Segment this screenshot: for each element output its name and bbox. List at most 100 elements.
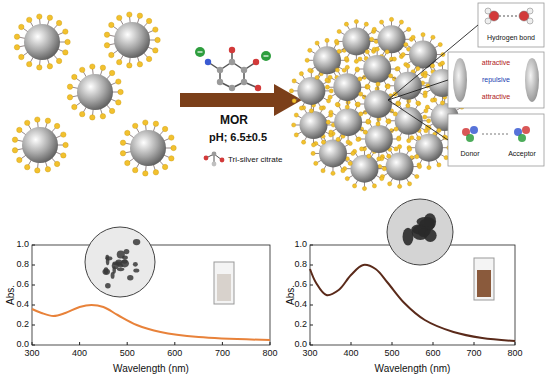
nanoparticle [399,148,400,153]
nanoparticle [111,99,117,102]
nanoparticle [361,122,366,123]
nanoparticle [361,60,365,62]
nanoparticle [146,18,151,23]
nanoparticle [294,133,298,137]
nanoparticle [339,106,341,110]
nanoparticle [437,128,441,132]
cuvette [217,274,231,301]
spectrum-before [32,342,33,345]
nanoparticle [423,115,427,119]
nanoparticle [106,75,110,80]
nanoparticle [372,184,376,188]
tem-image [85,227,155,297]
nanoparticle [24,24,60,60]
nanoparticle [356,23,357,28]
axis-tick: 400 [343,349,358,359]
nanoparticle [334,45,336,49]
nanoparticle [436,54,441,55]
nanoparticle [365,125,393,153]
axis-tick: 0.4 [294,300,307,310]
nanoparticle [405,54,410,55]
nanoparticle [54,123,59,128]
nanoparticle [67,84,72,89]
donor-acceptor-picture [522,126,530,134]
nanoparticle [317,144,321,146]
nanoparticle [58,32,64,35]
nanoparticle [116,79,121,84]
callout-label: attractive [482,93,510,101]
tem-image [85,227,155,297]
axis-title: Abs. [285,285,296,305]
nanoparticle [12,137,17,142]
nanoparticle [368,53,370,57]
nanoparticle [411,173,415,175]
nanoparticle [420,159,422,163]
nanoparticle [335,68,339,72]
nanoparticle [298,132,302,134]
nanoparticle [292,123,296,127]
cuvette [474,258,494,300]
nanoparticle [340,60,345,61]
nanoparticle [171,145,176,150]
nanoparticle [336,103,340,107]
axis-tick: 500 [384,349,399,359]
nanoparticle [51,158,55,163]
nanoparticle [76,78,81,82]
nanoparticle [366,120,370,124]
nanoparticle [332,94,336,96]
nanoparticle [382,51,384,55]
nanoparticle [427,165,431,169]
nanoparticle [420,132,422,136]
nanoparticle [364,150,365,155]
nanoparticle [387,120,391,124]
nanoparticle [355,68,359,72]
nanoparticle [417,101,421,105]
nanoparticle [362,186,366,190]
dispersed-nanoparticles [12,12,176,176]
nanoparticle [408,134,409,139]
nanoparticle [45,167,50,172]
nanoparticle [100,108,102,114]
nanoparticle [25,164,30,169]
nanoparticle [430,39,432,43]
nanoparticle [394,127,398,131]
nanoparticle [365,84,369,88]
axis-tick: 300 [24,349,39,359]
nanoparticle [385,88,387,92]
nanoparticle [386,85,390,89]
nanoparticle [423,74,427,78]
nanoparticle [346,140,350,144]
tem-image [133,268,139,272]
nanoparticle [120,20,123,25]
nanoparticle [398,24,400,28]
nanoparticle [146,56,151,61]
nanoparticle [388,182,392,186]
nanoparticle [313,138,314,143]
mor-molecule [261,51,271,61]
nanoparticle [407,61,411,63]
nanoparticle [47,64,52,69]
nanoparticle [90,64,95,69]
nanoparticle [395,67,399,71]
donor-acceptor-picture [470,126,478,134]
nanoparticle [391,178,393,182]
axis-tick: 700 [215,349,230,359]
nanoparticle [56,135,62,138]
nanoparticle [320,137,322,141]
axis-tick: 300 [302,349,317,359]
nanoparticle [364,182,365,187]
nanoparticle [411,35,415,39]
nanoparticle [431,35,435,39]
nanoparticle [332,129,336,131]
nanoparticle [355,106,357,110]
callout-boxes [478,3,544,47]
nanoparticle [53,55,57,60]
nanoparticle [165,148,171,149]
nanoparticle [391,21,392,26]
nanoparticle [297,77,325,105]
nanoparticle [406,151,408,155]
nanoparticle [327,124,332,125]
nanoparticle [421,85,426,86]
nanoparticle [415,97,417,101]
